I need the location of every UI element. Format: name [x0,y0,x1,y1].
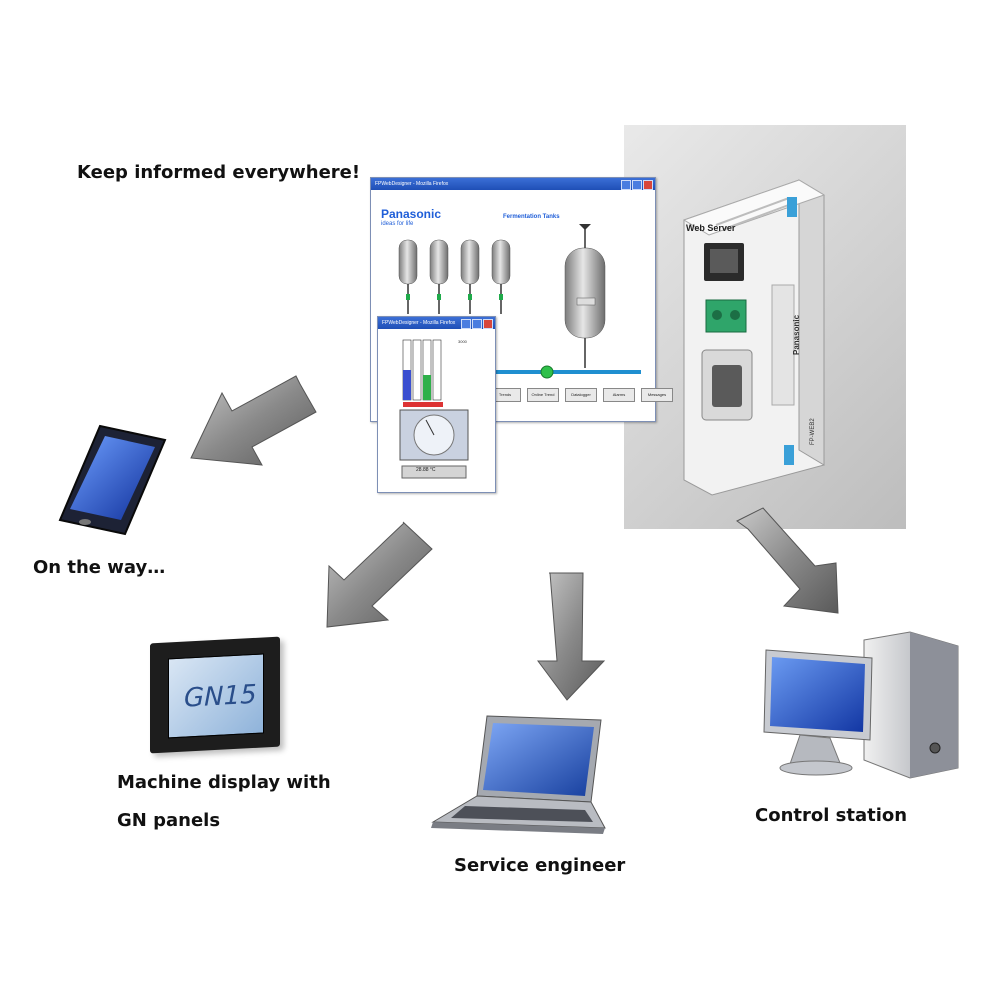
web-server-device [682,179,826,496]
nav-button[interactable]: Online Trend [527,388,559,402]
arrow-to-gn-panel [326,521,433,628]
nav-buttons: Trends Online Trend Datalogger Alarms Me… [489,388,673,402]
smartphone [58,424,167,536]
nav-button[interactable]: Alarms [603,388,635,402]
laptop-caption: Service engineer [454,855,626,876]
gauge-scale-label: 3000 [458,339,467,344]
headline: Keep informed everywhere! [77,162,361,183]
page-heading: Fermentation Tanks [503,214,560,220]
nav-button[interactable]: Datalogger [565,388,597,402]
device-label: Web Server [686,223,736,233]
minimize-icon [461,319,471,329]
popup-content [399,339,469,479]
brand-logo: Panasonic [381,207,442,221]
arrow-to-control-station [736,507,839,614]
maximize-icon [472,319,482,329]
nav-button[interactable]: Trends [489,388,521,402]
popup-title: FPWebDesigner - Mozilla Firefox [382,320,456,326]
gn-panel: GN15 [150,636,280,754]
gn-panel-caption-line1: Machine display with [117,772,331,793]
window-title: FPWebDesigner - Mozilla Firefox [375,181,449,187]
tank-graphic [398,224,641,379]
window-controls [621,180,653,190]
laptop [431,715,606,834]
nav-button[interactable]: Messages [641,388,673,402]
maximize-icon [632,180,642,190]
popup-controls [461,319,493,329]
brand-tagline: ideas for life [381,221,414,227]
control-station-pc [763,631,959,779]
arrow-to-phone [190,375,317,466]
phone-caption: On the way… [33,557,166,578]
gauge-value: 28.88 °C [416,467,436,473]
browser-window: FPWebDesigner - Mozilla Firefox Panasoni… [370,177,673,422]
arrow-to-laptop [537,572,606,701]
minimize-icon [621,180,631,190]
popup-window: FPWebDesigner - Mozilla Firefox 3000 28.… [377,316,496,493]
gn-panel-screen-label: GN15 [184,679,257,714]
gn-panel-caption-line2: GN panels [117,810,221,831]
control-station-caption: Control station [755,805,908,826]
window-titlebar: FPWebDesigner - Mozilla Firefox [371,178,655,190]
web-server-photo: Web Server Panasonic FP-WEB2 [624,125,906,529]
close-icon [643,180,653,190]
close-icon [483,319,493,329]
